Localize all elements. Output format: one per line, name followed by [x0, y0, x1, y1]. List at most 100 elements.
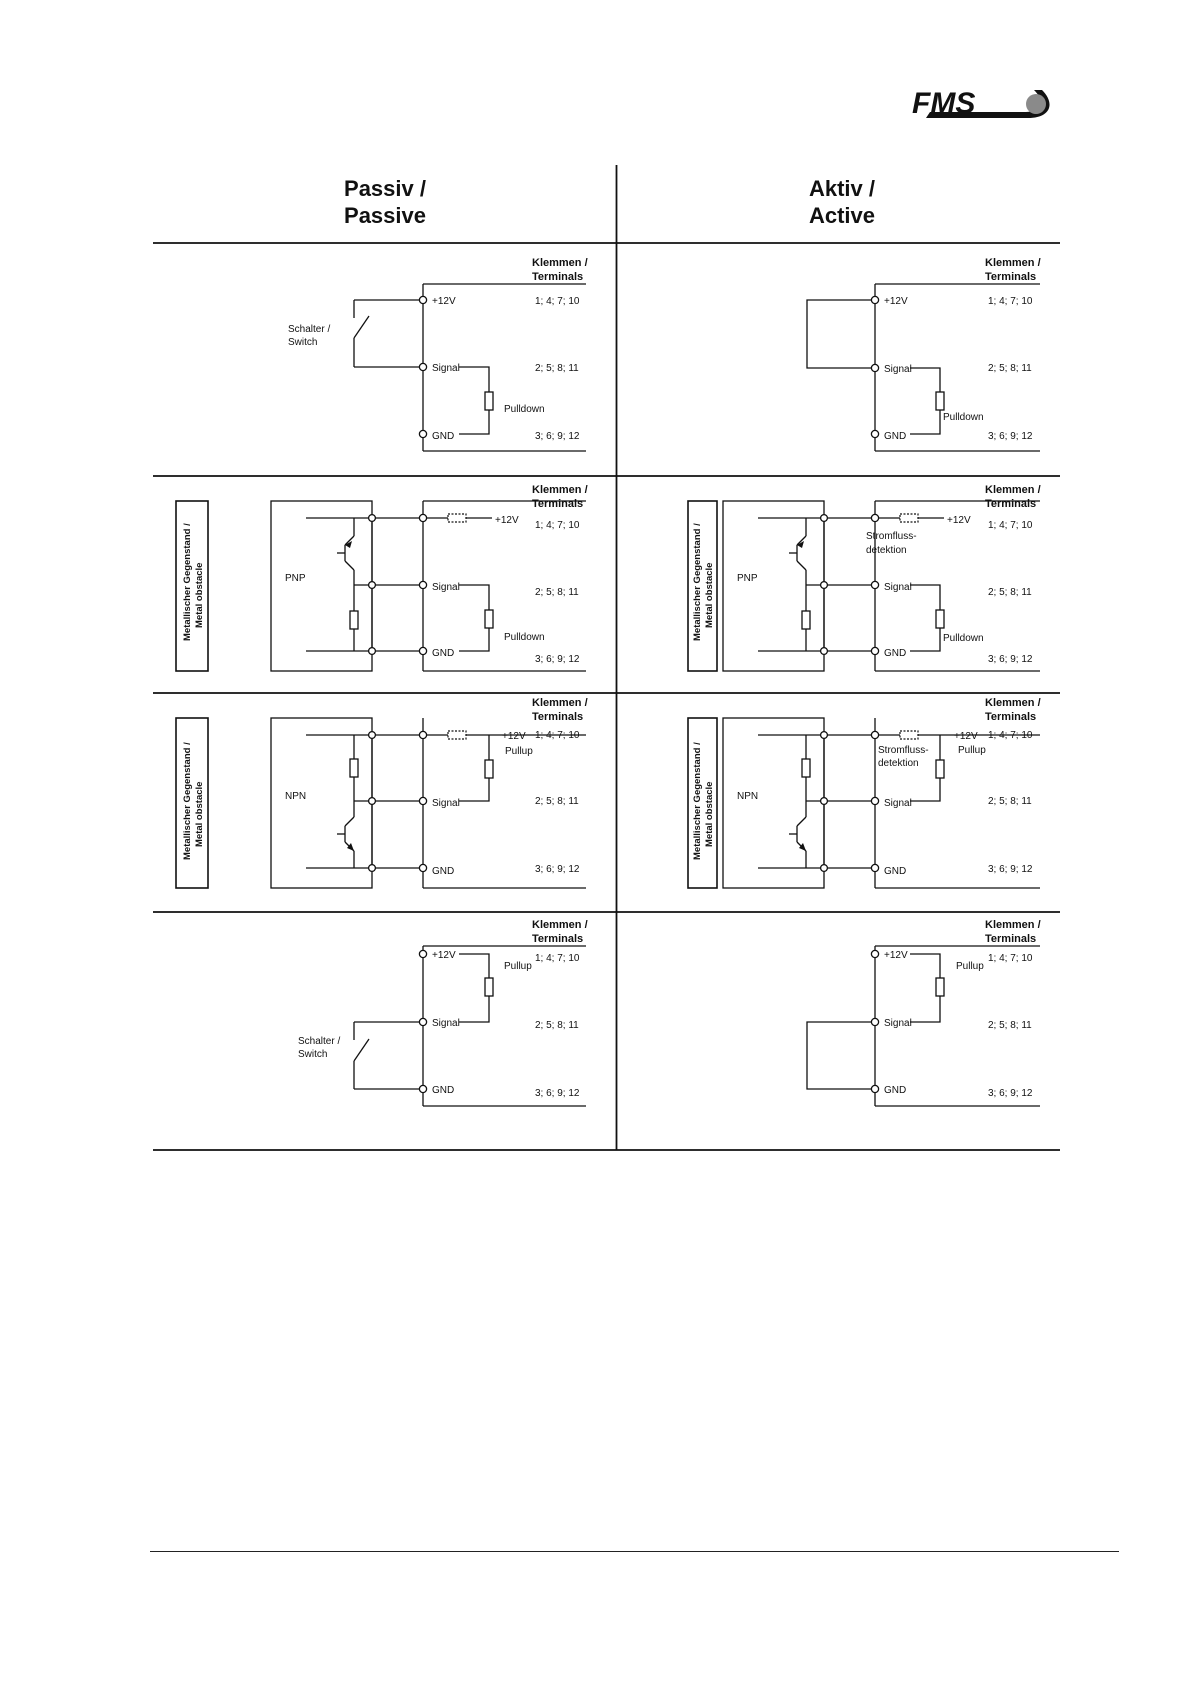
terminals-label-l2: Terminals: [985, 933, 1036, 945]
label-12v: +12V: [432, 296, 456, 307]
pnp-label: PNP: [737, 573, 758, 584]
pins-signal: 2; 5; 8; 11: [535, 1020, 579, 1031]
label-12v: +12V: [884, 296, 908, 307]
obstacle-label-l1: Metallischer Gegenstand /: [182, 523, 193, 641]
header-active-line2: Active: [808, 203, 876, 228]
pulldown-label: Pulldown: [504, 404, 545, 415]
terminals-label-l2: Terminals: [532, 711, 583, 723]
pullup-label: Pullup: [504, 961, 532, 972]
pnp-label: PNP: [285, 573, 306, 584]
label-12v: +12V: [432, 950, 456, 961]
sensor-box: [722, 500, 825, 672]
pins-gnd: 3; 6; 9; 12: [988, 654, 1033, 665]
header-passive-line1: Passiv /: [344, 176, 426, 201]
switch-label-l1: Schalter /: [298, 1036, 340, 1047]
transistor-npn-icon: [789, 801, 807, 868]
terminal-rail: [418, 283, 586, 452]
terminal-rail: [418, 945, 586, 1107]
pins-gnd: 3; 6; 9; 12: [535, 1088, 580, 1099]
obstacle-box: [175, 717, 209, 889]
pullup-label: Pullup: [958, 745, 986, 756]
resistor-icon: [801, 735, 811, 801]
label-signal: Signal: [884, 798, 912, 809]
pullup-resistor-icon: [910, 735, 945, 802]
pulldown-resistor-icon: [910, 367, 945, 435]
pins-signal: 2; 5; 8; 11: [535, 796, 579, 807]
pins-signal: 2; 5; 8; 11: [988, 796, 1032, 807]
logo-swoosh: [926, 90, 1050, 118]
cell-passive-npn: Klemmen / Terminals Metallischer Gegenst…: [175, 697, 588, 889]
pins-12v: 1; 4; 7; 10: [535, 520, 580, 531]
label-gnd: GND: [884, 648, 906, 659]
pulldown-label: Pulldown: [943, 633, 984, 644]
label-12v: +12V: [954, 731, 978, 742]
npn-label: NPN: [285, 791, 306, 802]
sensor-box: [270, 717, 373, 889]
pins-gnd: 3; 6; 9; 12: [535, 864, 580, 875]
cell-passive-switch-pulldown: Klemmen / Terminals +12V Signal GND 1; 4…: [288, 257, 588, 452]
current-detection-l1: Stromfluss-: [866, 531, 917, 542]
terminals-label-l1: Klemmen /: [985, 257, 1041, 269]
label-12v: +12V: [884, 950, 908, 961]
npn-label: NPN: [737, 791, 758, 802]
pins-12v: 1; 4; 7; 10: [988, 953, 1033, 964]
obstacle-label-l1: Metallischer Gegenstand /: [692, 523, 703, 641]
pins-gnd: 3; 6; 9; 12: [535, 431, 580, 442]
pins-12v: 1; 4; 7; 10: [535, 953, 580, 964]
obstacle-label-l1: Metallischer Gegenstand /: [692, 742, 703, 860]
pins-gnd: 3; 6; 9; 12: [988, 864, 1033, 875]
label-gnd: GND: [432, 431, 454, 442]
current-detection-l1: Stromfluss-: [878, 745, 929, 756]
resistor-icon: [349, 610, 359, 630]
terminal-rail: [870, 283, 1040, 452]
label-signal: Signal: [884, 1018, 912, 1029]
pullup-resistor-icon: [910, 953, 945, 1023]
terminals-label-l2: Terminals: [532, 933, 583, 945]
pulldown-resistor-icon: [459, 366, 494, 435]
terminals-label-l1: Klemmen /: [985, 484, 1041, 496]
resistor-icon: [349, 735, 359, 801]
label-gnd: GND: [884, 1085, 906, 1096]
label-signal: Signal: [884, 364, 912, 375]
switch-icon: [353, 1021, 419, 1090]
pullup-label: Pullup: [505, 746, 533, 757]
bridge-wire: [806, 1021, 871, 1090]
fuse-icon: [899, 513, 919, 523]
pulldown-label: Pulldown: [943, 412, 984, 423]
sensor-box: [722, 717, 825, 889]
label-12v: +12V: [502, 731, 526, 742]
terminals-label-l1: Klemmen /: [532, 484, 588, 496]
label-gnd: GND: [432, 1085, 454, 1096]
obstacle-box: [687, 717, 718, 889]
terminals-label-l1: Klemmen /: [985, 697, 1041, 709]
obstacle-label-l1: Metallischer Gegenstand /: [182, 742, 193, 860]
fuse-icon: [899, 730, 919, 740]
terminals-label-l1: Klemmen /: [532, 919, 588, 931]
cell-active-npn: Klemmen / Terminals Metallischer Gegenst…: [687, 697, 1041, 889]
switch-label-l2: Switch: [288, 337, 317, 348]
pins-12v: 1; 4; 7; 10: [535, 296, 580, 307]
label-gnd: GND: [432, 866, 454, 877]
label-12v: +12V: [495, 515, 519, 526]
pins-signal: 2; 5; 8; 11: [988, 587, 1032, 598]
pins-signal: 2; 5; 8; 11: [535, 587, 579, 598]
label-gnd: GND: [884, 431, 906, 442]
pins-12v: 1; 4; 7; 10: [988, 296, 1033, 307]
terminals-label-l2: Terminals: [532, 498, 583, 510]
terminals-label-l2: Terminals: [532, 271, 583, 283]
logo-dot-icon: [1026, 94, 1046, 114]
current-detection-l2: detektion: [866, 545, 907, 556]
terminals-label-l2: Terminals: [985, 711, 1036, 723]
cell-active-pnp: Klemmen / Terminals Metallischer Gegenst…: [687, 484, 1041, 672]
pins-gnd: 3; 6; 9; 12: [535, 654, 580, 665]
obstacle-label-l2: Metal obstacle: [194, 782, 205, 847]
sensor-box: [270, 500, 373, 672]
fms-logo: FMS: [912, 87, 1050, 120]
pins-12v: 1; 4; 7; 10: [988, 520, 1033, 531]
header-passive: Passiv / Passive: [154, 175, 616, 229]
terminals-label-l1: Klemmen /: [532, 257, 588, 269]
pullup-label: Pullup: [956, 961, 984, 972]
obstacle-label-l2: Metal obstacle: [704, 782, 715, 847]
current-detection-l2: detektion: [878, 758, 919, 769]
